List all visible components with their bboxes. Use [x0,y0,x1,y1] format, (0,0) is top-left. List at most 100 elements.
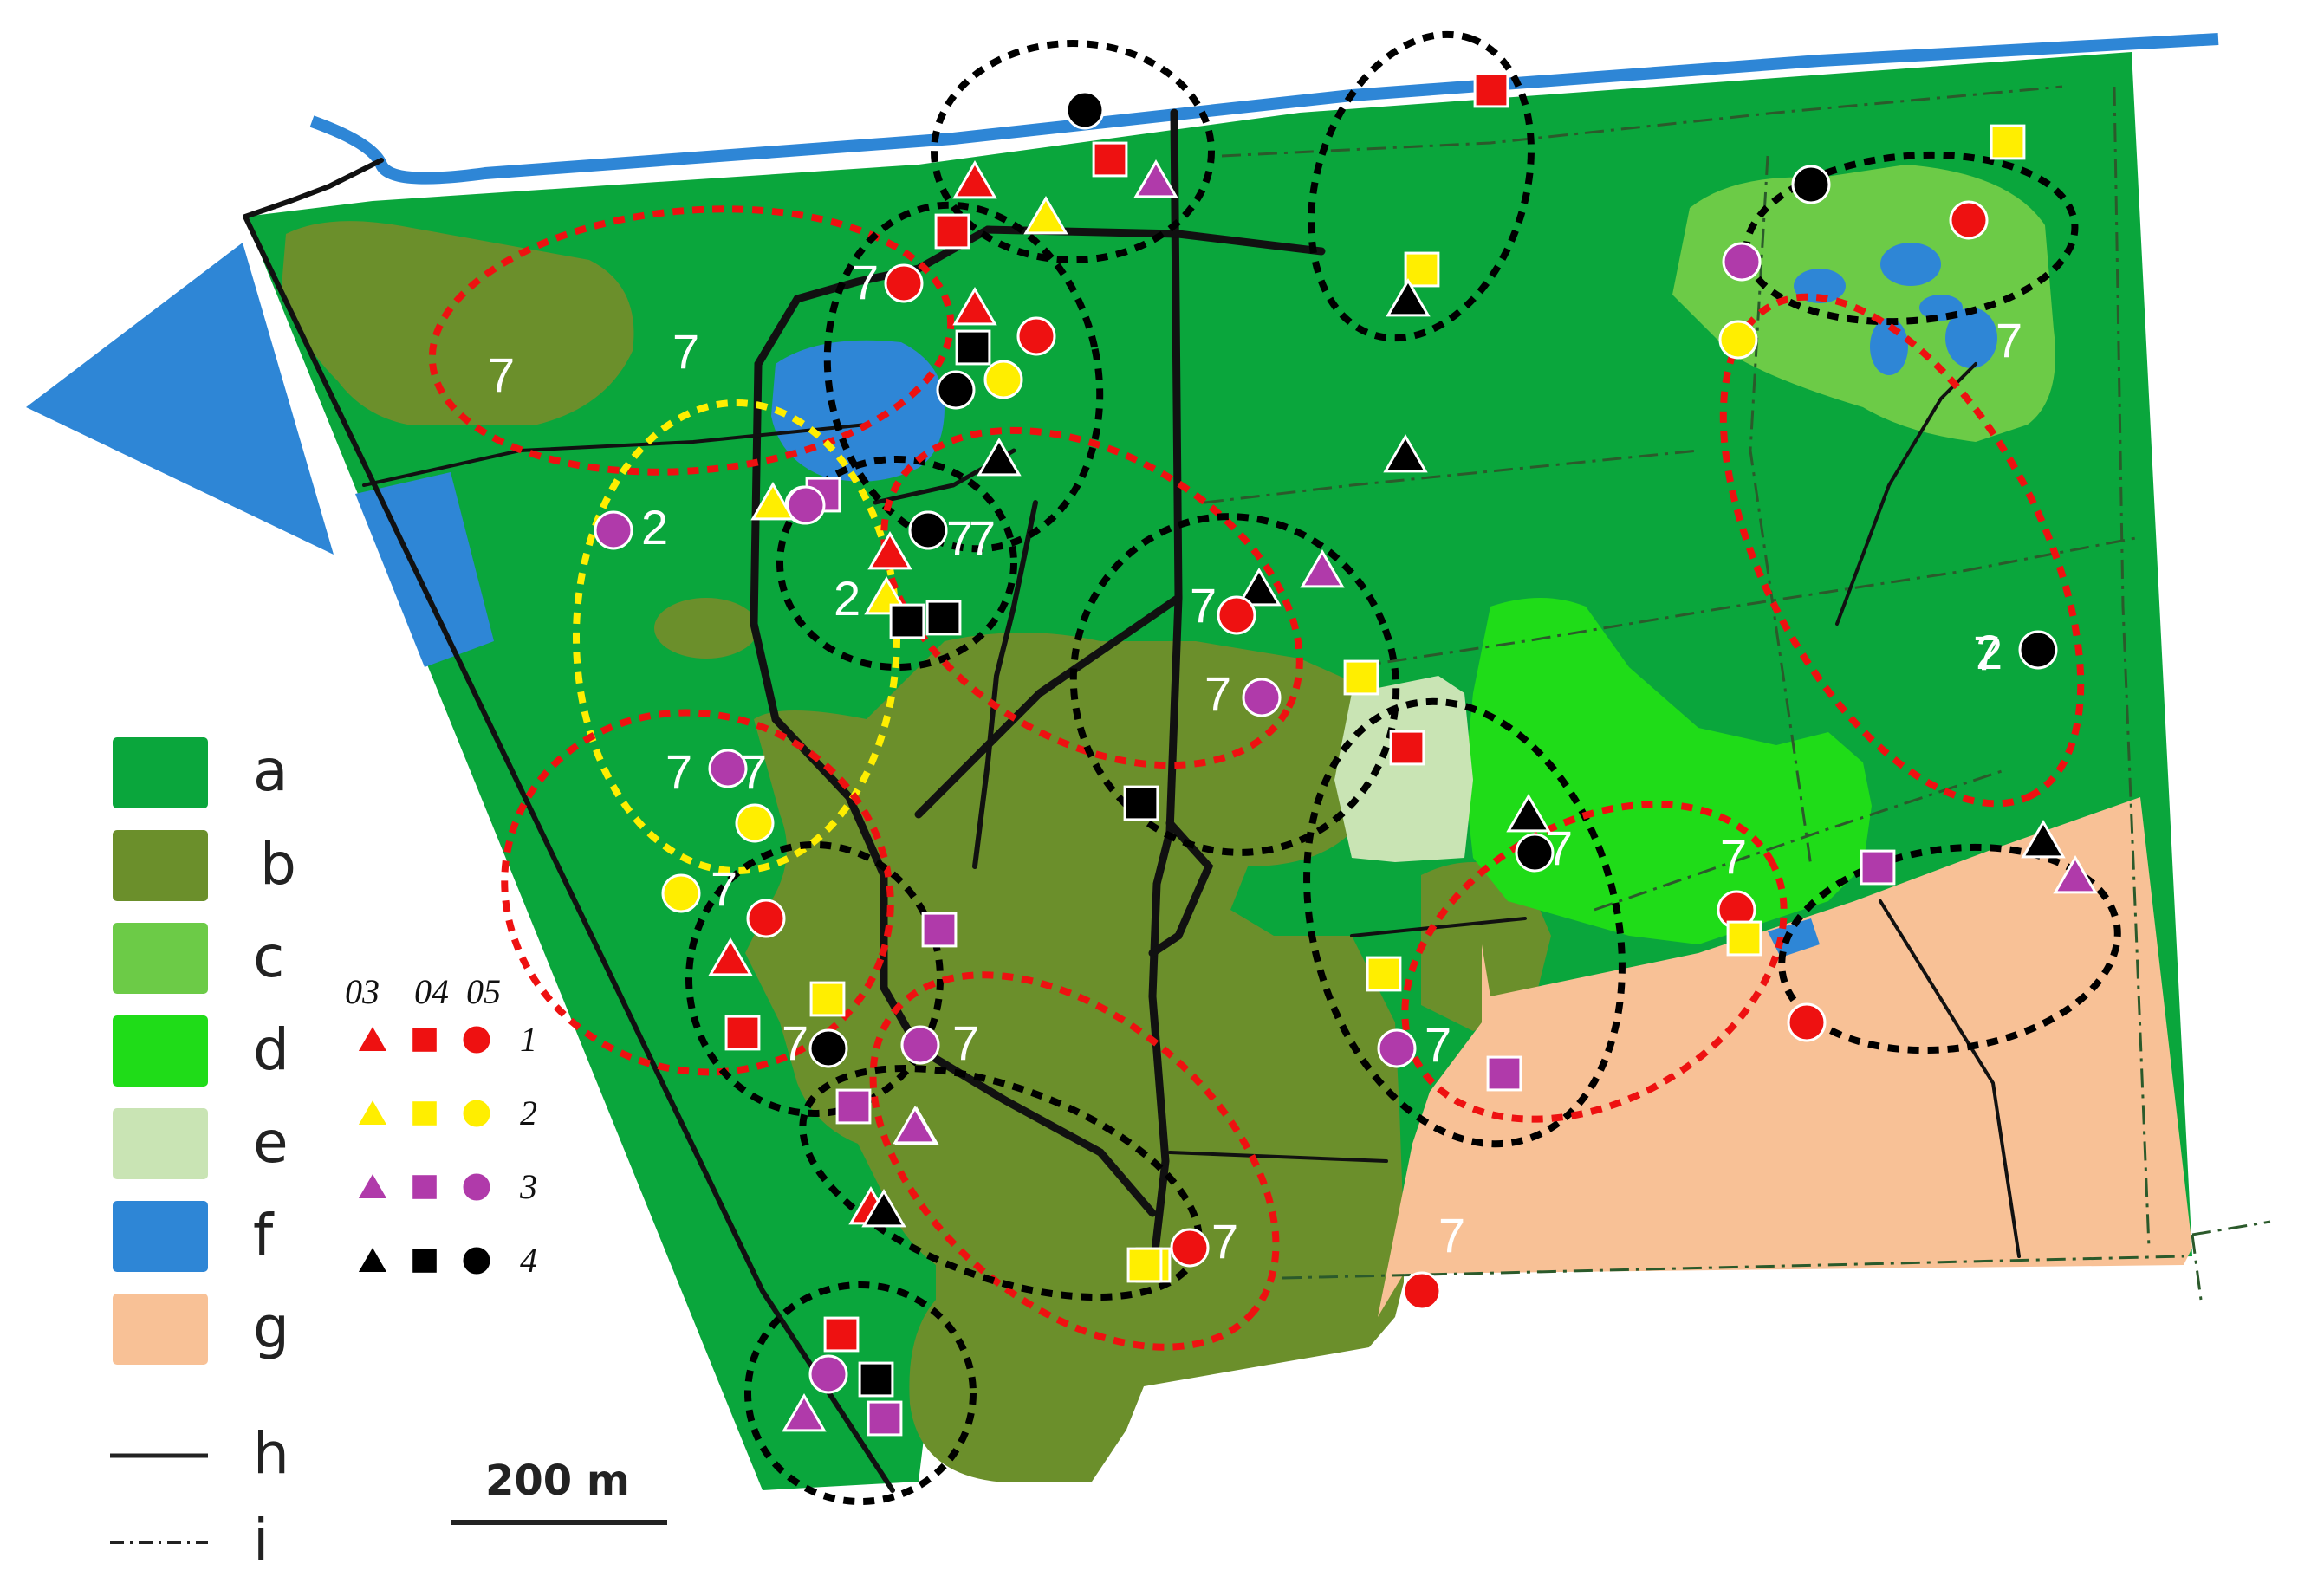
sample-black-circle [936,370,976,410]
ellipse-black-ne-pond [1743,151,2079,326]
legend-purple-square [410,1172,439,1202]
sample-purple-circle [786,485,826,525]
sample-purple-square [867,1400,903,1437]
point-label: 2 [834,571,860,626]
ellipse-black-far-south [744,1281,977,1505]
sample-black-circle [1515,833,1555,873]
legend-red-triangle [354,1022,392,1054]
sample-yellow-square [1343,659,1379,696]
sample-purple-circle [594,510,633,550]
legend-swatch-e [113,1108,208,1179]
legend-black-square [410,1246,439,1275]
point-label: 7 [1425,1017,1451,1072]
sample-red-circle [884,263,924,303]
legend-swatch-g [113,1294,208,1365]
sample-yellow-circle [1718,320,1758,360]
legend-purple-triangle [354,1169,392,1201]
sample-purple-circle [708,749,748,788]
sample-black-square [955,329,991,366]
legend-swatch-b [113,830,208,901]
point-label: 7 [946,510,973,565]
legend-label-h: h [253,1420,289,1487]
scale-bar-label: 200 m [485,1457,630,1505]
sample-yellow-square [1126,1247,1163,1283]
sample-red-square [823,1316,860,1353]
legend-group-1: 1 [520,1020,537,1059]
sample-black-triangle [1383,433,1428,473]
sample-red-triangle [708,937,753,976]
legend-black-circle [460,1244,493,1277]
point-label: 7 [782,1015,808,1070]
legend-red-square [410,1025,439,1054]
legend-label-d: d [253,1016,289,1083]
sample-yellow-square [1726,920,1762,957]
sample-red-square [1473,72,1509,108]
sample-red-circle [746,899,786,938]
sample-purple-square [1486,1055,1522,1092]
point-label: 7 [665,744,692,799]
sample-black-triangle [977,437,1022,477]
water-triangle-west [26,243,334,555]
sample-purple-triangle [1133,159,1178,198]
legend-year-05: 05 [466,972,501,1011]
point-label: 2 [641,500,668,555]
point-label: 7 [1190,578,1217,633]
point-label: 2 [1976,625,2003,679]
ellipse-red-nw [428,205,955,476]
sample-black-square [858,1361,894,1398]
sample-black-triangle [861,1188,906,1228]
sample-purple-triangle [782,1392,827,1432]
sample-yellow-triangle [750,481,795,521]
ellipse-red-centre [880,426,1303,769]
habitat-e-patch [1334,676,1473,862]
ellipse-black-east-centre [1303,697,1626,1148]
sample-yellow-square [809,981,846,1017]
legend-label-a: a [253,737,288,804]
sample-black-triangle [1386,277,1431,317]
sample-red-circle [1949,200,1989,240]
ellipse-black-centre-w [776,456,1017,671]
ellipse-red-west [501,709,894,1076]
legend-swatch-f [113,1201,208,1272]
legend: a b c d e f g h i 03 04 05 1 2 3 4 [110,737,537,1573]
sample-purple-square [835,1088,872,1125]
point-label: 7 [1973,626,2000,680]
sample-black-triangle [1506,793,1551,833]
sample-yellow-square [1404,251,1440,288]
legend-label-e: e [253,1109,289,1176]
ellipse-black-centre [1069,513,1400,856]
sample-red-square [1092,141,1128,178]
sample-yellow-square [1366,956,1402,992]
legend-swatch-a [113,737,208,808]
point-label: 7 [672,324,699,379]
legend-symbol-key [354,1022,493,1277]
point-label: 7 [488,347,515,402]
sample-yellow-circle [735,803,775,843]
sample-black-circle [1791,165,1831,204]
ellipse-black-west [685,841,944,1117]
habitat-b-patch-nw [282,221,634,425]
sample-purple-circle [1722,242,1762,282]
sample-black-square [925,600,962,636]
sampling-points [594,72,2098,1437]
legend-black-triangle [354,1242,392,1275]
legend-swatch-d [113,1015,208,1087]
cluster-ellipses [428,30,2121,1505]
sample-black-square [1123,785,1159,821]
sample-black-circle [2018,630,2058,670]
ellipse-red-south [869,971,1280,1351]
sample-black-circle [808,1028,848,1068]
legend-purple-circle [460,1171,493,1203]
habitat-b-patch-central [745,633,1404,1482]
sample-red-circle [1170,1228,1210,1268]
sample-purple-triangle [893,1105,938,1145]
ellipse-red-east [1719,293,2085,808]
point-label: 7 [1720,829,1747,884]
sample-purple-triangle [2053,854,2098,894]
ellipse-black-ne [1308,30,1535,342]
legend-yellow-triangle [354,1095,392,1127]
sample-black-circle [908,510,948,550]
sample-black-triangle [2021,819,2066,859]
